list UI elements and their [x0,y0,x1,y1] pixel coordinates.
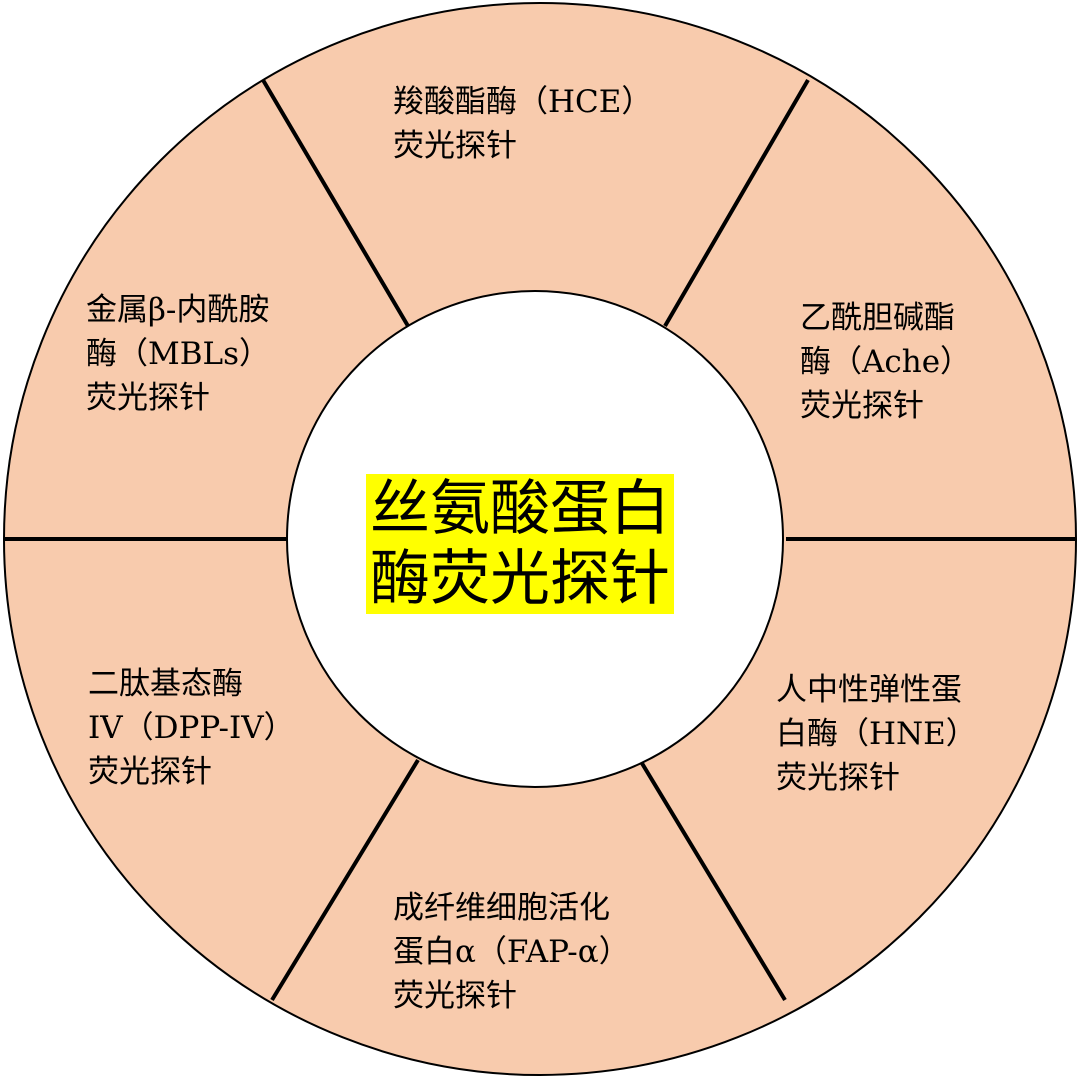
center-title-line: 酶荧光探针 [366,544,674,614]
segment-line: 蛋白α（FAP-α） [393,934,630,970]
dividers [4,78,1076,1002]
segment-line: 金属β-内酰胺 [86,292,270,328]
segment-fap: 成纤维细胞活化 蛋白α（FAP-α） 荧光探针 [393,886,630,1018]
segment-hce: 羧酸酯酶（HCE） 荧光探针 [393,80,652,168]
divider [638,758,787,1002]
segment-line: 荧光探针 [86,380,210,416]
center-title: 丝氨酸蛋白 酶荧光探针 [366,474,674,614]
segment-mbls: 金属β-内酰胺 酶（MBLs） 荧光探针 [86,288,270,420]
divider [663,78,810,328]
divider [261,78,410,328]
segment-line: 酶（MBLs） [86,336,271,372]
segment-line: 荧光探针 [393,128,517,164]
segment-line: 白酶（HNE） [776,716,977,752]
segment-line: 酶（Ache） [800,344,972,380]
divider [270,758,420,1002]
segment-line: 羧酸酯酶（HCE） [393,84,653,120]
segment-line: 成纤维细胞活化 [393,890,610,926]
segment-ache: 乙酰胆碱酯 酶（Ache） 荧光探针 [800,296,971,428]
segment-line: 荧光探针 [393,978,517,1014]
segment-line: 人中性弹性蛋 [776,672,962,708]
center-title-line: 丝氨酸蛋白 [366,474,674,544]
segment-hne: 人中性弹性蛋 白酶（HNE） 荧光探针 [776,668,977,800]
segment-line: IV（DPP-IV） [88,710,295,746]
segment-line: 荧光探针 [88,754,212,790]
segment-line: 二肽基态酶 [88,666,243,702]
segment-line: 荧光探针 [800,388,924,424]
segment-line: 乙酰胆碱酯 [800,300,955,336]
segment-line: 荧光探针 [776,760,900,796]
segment-dpp-iv: 二肽基态酶 IV（DPP-IV） 荧光探针 [88,662,295,794]
